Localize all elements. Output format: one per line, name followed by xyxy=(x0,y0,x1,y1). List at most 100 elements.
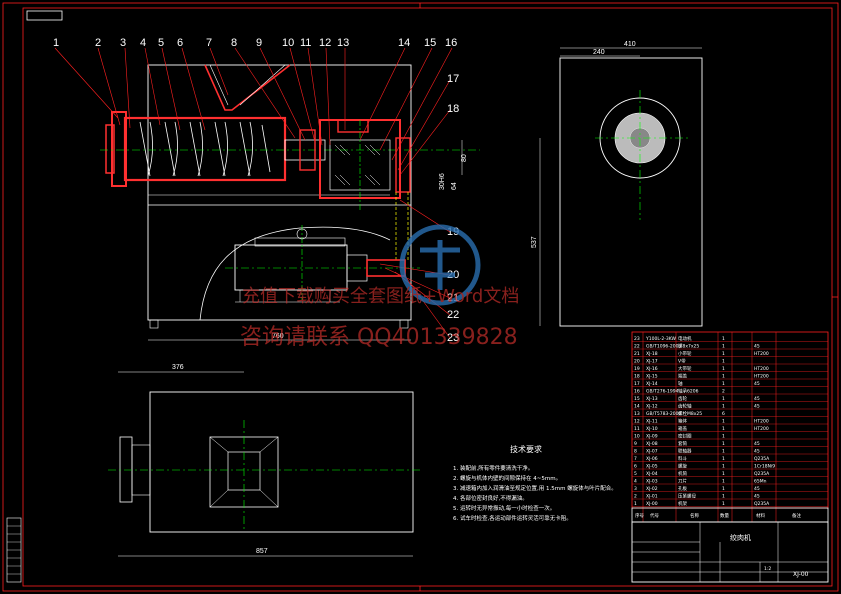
gear-hatch xyxy=(334,144,381,186)
parts-cell-code: XJ-07 xyxy=(646,448,658,454)
parts-cell-qty: 1 xyxy=(722,381,725,387)
tech-item-4: 4. 各部位密封良好,不得漏油。 xyxy=(453,494,528,502)
parts-cell-mat: Q235A xyxy=(754,501,770,507)
parts-cell-code: XJ-03 xyxy=(646,478,658,484)
parts-cell-qty: 1 xyxy=(722,441,725,447)
parts-cell-no: 11 xyxy=(634,426,640,432)
parts-cell-name: 压紧螺母 xyxy=(678,492,696,499)
parts-cell-mat: HT200 xyxy=(754,426,769,432)
parts-cell-name: 轴 xyxy=(678,380,683,387)
parts-cell-qty: 1 xyxy=(722,478,725,484)
drawing-number-box xyxy=(26,10,63,21)
watermark-line1: 充值下载购买全套图纸+Word文档 xyxy=(242,286,519,307)
balloon-1: 1 xyxy=(53,37,59,49)
title-block: 绞肉机 1:2 XJ-00 xyxy=(631,521,829,583)
parts-cell-name: 小带轮 xyxy=(678,350,692,357)
parts-cell-code: XJ-04 xyxy=(646,471,658,477)
parts-cell-code: XJ-15 xyxy=(646,373,658,379)
motor-fins xyxy=(235,290,340,303)
parts-cell-no: 16 xyxy=(634,388,640,394)
tech-title: 技术要求 xyxy=(510,444,542,454)
parts-cell-mat: 65Mn xyxy=(754,478,767,484)
watermark: 充值下载购买全套图纸+Word文档 咨询请联系 QQ401339828 xyxy=(240,224,519,350)
balloon-15: 15 xyxy=(424,37,436,49)
parts-cell-code: XJ-14 xyxy=(646,381,658,387)
parts-cell-no: 6 xyxy=(634,463,637,469)
col-note: 备注 xyxy=(792,512,801,519)
parts-cell-no: 1 xyxy=(634,501,637,507)
parts-cell-code: XJ-10 xyxy=(646,426,658,432)
parts-cell-no: 3 xyxy=(634,486,637,492)
parts-cell-mat: 45 xyxy=(754,448,760,454)
parts-cell-name: 联轴器 xyxy=(678,447,692,454)
parts-cell-no: 19 xyxy=(634,366,640,372)
parts-cell-code: GB/T1096-2003 xyxy=(646,343,682,349)
tech-item-1: 1. 装配前,所有零件要清洗干净。 xyxy=(453,464,533,472)
parts-cell-qty: 1 xyxy=(722,471,725,477)
col-no: 序号 xyxy=(635,512,644,519)
parts-cell-code: GB/T5783-2000 xyxy=(646,411,682,417)
parts-cell-no: 17 xyxy=(634,381,640,387)
watermark-logo xyxy=(399,224,481,306)
parts-cell-no: 20 xyxy=(634,358,640,364)
parts-cell-name: 齿轮轴 xyxy=(678,402,692,409)
col-name: 名称 xyxy=(690,512,699,519)
parts-cell-code: XJ-18 xyxy=(646,351,658,357)
machine-frame xyxy=(147,64,412,321)
centering-marks xyxy=(419,3,838,591)
parts-cell-name: 齿轮 xyxy=(678,395,687,402)
balloon-16: 16 xyxy=(445,37,457,49)
parts-cell-no: 13 xyxy=(634,411,640,417)
parts-cell-code: XJ-06 xyxy=(646,456,658,462)
parts-cell-no: 12 xyxy=(634,418,640,424)
tech-item-6: 6. 试车时检查,各运动部件运转灵活可靠无卡阻。 xyxy=(453,514,572,522)
dim-760: 760 xyxy=(272,333,284,340)
parts-cell-no: 23 xyxy=(634,336,640,342)
parts-cell-mat: 45 xyxy=(754,493,760,499)
balloon-6: 6 xyxy=(177,37,183,49)
balloon-22: 22 xyxy=(447,309,459,321)
parts-cell-code: XJ-08 xyxy=(646,441,658,447)
parts-cell-qty: 1 xyxy=(722,396,725,402)
parts-cell-qty: 1 xyxy=(722,358,725,364)
parts-cell-mat: HT200 xyxy=(754,373,769,379)
parts-cell-mat: HT200 xyxy=(754,366,769,372)
parts-cell-qty: 1 xyxy=(722,343,725,349)
parts-cell-qty: 1 xyxy=(722,418,725,424)
balloon-9: 9 xyxy=(256,37,262,49)
balloon-12: 12 xyxy=(319,37,331,49)
parts-cell-code: Y100L-2-3KW xyxy=(645,336,677,342)
parts-cell-no: 18 xyxy=(634,373,640,379)
dim-30: 30H6 xyxy=(439,173,446,190)
parts-cell-name: 键8x7x25 xyxy=(678,342,699,349)
parts-cell-qty: 1 xyxy=(722,351,725,357)
parts-cell-qty: 1 xyxy=(722,448,725,454)
balloon-23: 23 xyxy=(447,332,459,344)
balloon-14: 14 xyxy=(398,37,410,49)
parts-cell-qty: 1 xyxy=(722,426,725,432)
tech-item-5: 5. 运转时无异常振动,每一小时检查一次。 xyxy=(453,504,555,512)
parts-cell-no: 7 xyxy=(634,456,637,462)
parts-cell-qty: 1 xyxy=(722,493,725,499)
balloon-8: 8 xyxy=(231,37,237,49)
side-view: 410 240 537 xyxy=(531,41,703,327)
parts-cell-code: XJ-12 xyxy=(646,403,658,409)
parts-cell-qty: 1 xyxy=(722,456,725,462)
parts-cell-name: 机架 xyxy=(678,500,687,507)
parts-cell-name: 箱盖 xyxy=(678,425,687,432)
parts-cell-name: 密封圈 xyxy=(678,432,692,439)
balloon-7: 7 xyxy=(206,37,212,49)
dim-80: 80 xyxy=(461,154,468,162)
parts-cell-name: 螺旋 xyxy=(678,462,687,469)
parts-cell-code: XJ-09 xyxy=(646,433,658,439)
parts-cell-code: XJ-00 xyxy=(646,501,658,507)
parts-cell-code: XJ-05 xyxy=(646,463,658,469)
parts-cell-name: 轴承6206 xyxy=(678,387,699,394)
tb-drawing-no: XJ-00 xyxy=(793,571,809,578)
balloon-10: 10 xyxy=(282,37,294,49)
balloon-numbers: 1 2 3 4 5 6 7 8 9 10 11 12 13 14 15 16 1… xyxy=(53,37,459,344)
parts-cell-no: 22 xyxy=(634,343,640,349)
parts-cell-mat: 45 xyxy=(754,403,760,409)
parts-cell-qty: 1 xyxy=(722,463,725,469)
